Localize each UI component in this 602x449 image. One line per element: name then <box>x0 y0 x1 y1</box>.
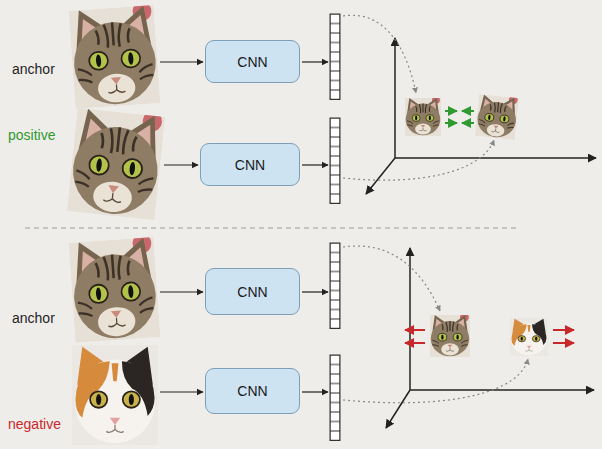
negative-photo <box>72 345 158 445</box>
anchor-thumbnail <box>405 96 441 136</box>
illustration-part <box>343 246 440 311</box>
role-label: anchor <box>12 61 55 77</box>
illustration-part <box>462 122 474 124</box>
illustration-part <box>302 164 328 165</box>
illustration-part <box>395 157 596 159</box>
embedding-vector <box>330 14 340 100</box>
illustration-part <box>553 329 574 331</box>
embedding-axes <box>386 248 594 428</box>
illustration-part <box>445 110 457 112</box>
node-label: CNN <box>237 284 267 300</box>
anchor-photo <box>68 233 160 343</box>
illustration-part <box>405 342 425 344</box>
positive-thumbnail <box>475 92 519 140</box>
illustration-part <box>160 391 203 392</box>
illustration-part <box>386 390 410 428</box>
illustration-part <box>160 291 203 292</box>
role-label: negative <box>8 416 61 432</box>
push-arrows <box>405 330 574 343</box>
illustration-part <box>330 14 340 100</box>
illustration-part <box>330 243 340 329</box>
illustration-part <box>302 61 328 62</box>
mapping-curve <box>343 15 494 180</box>
mapping-curve <box>343 246 528 403</box>
illustration-part <box>462 110 474 112</box>
embedding-vector <box>330 355 340 441</box>
illustration-part <box>394 38 396 158</box>
illustration-part <box>330 355 340 441</box>
illustration-part <box>302 291 328 292</box>
cnn-box: CNN <box>205 368 300 414</box>
negative-thumbnail <box>510 318 548 356</box>
cnn-box: CNN <box>200 143 300 186</box>
illustration-part <box>405 329 425 331</box>
illustration-part <box>445 122 457 124</box>
illustration-part <box>410 389 594 391</box>
node-label: CNN <box>237 54 267 70</box>
illustration-part <box>302 391 328 392</box>
illustration-part <box>553 342 574 344</box>
illustration-part <box>343 359 528 403</box>
illustration-part <box>330 118 340 204</box>
anchor-thumbnail <box>430 313 470 357</box>
pull-arrows <box>445 111 474 123</box>
node-label: CNN <box>237 383 267 399</box>
flow-arrows <box>160 62 328 392</box>
illustration-part <box>409 248 411 390</box>
node-label: CNN <box>235 157 265 173</box>
role-label: positive <box>8 127 55 143</box>
role-label: anchor <box>12 310 55 326</box>
embedding-axes <box>366 38 596 194</box>
illustration-part <box>343 15 416 93</box>
illustration-part <box>343 140 494 180</box>
embedding-vector <box>330 243 340 329</box>
cnn-box: CNN <box>205 40 300 83</box>
cnn-box: CNN <box>205 268 300 315</box>
illustration-part <box>366 158 395 194</box>
anchor-photo <box>68 1 160 109</box>
positive-photo <box>67 103 166 220</box>
separator-line <box>25 228 520 229</box>
embedding-vector <box>330 118 340 204</box>
illustration-part <box>160 61 203 62</box>
illustration-part <box>164 164 198 165</box>
